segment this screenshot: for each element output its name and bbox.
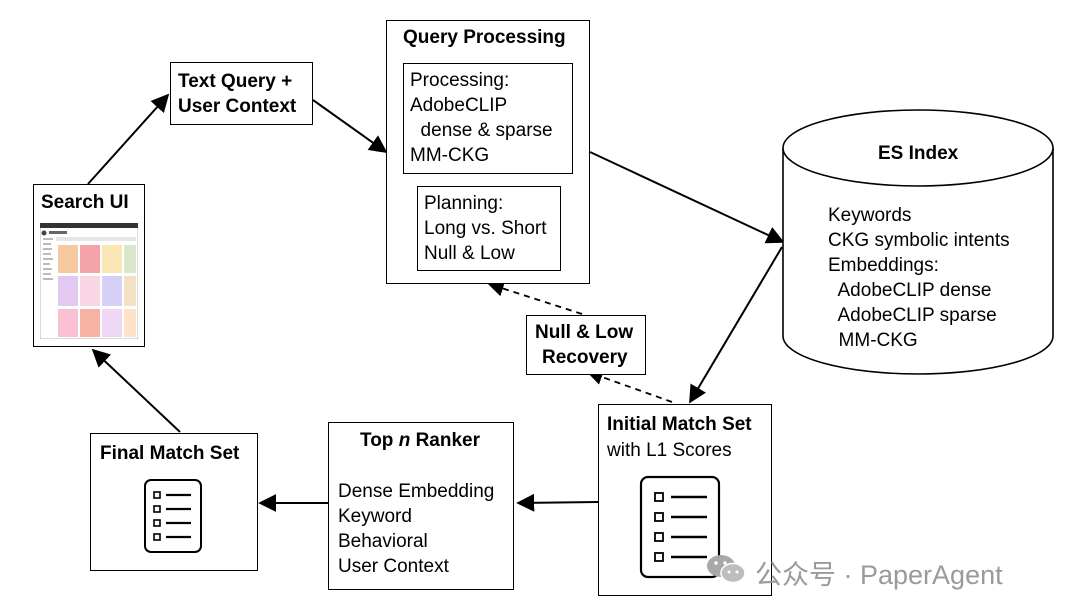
query-processing-title: Query Processing: [403, 27, 566, 48]
initial-match-subtitle: with L1 Scores: [607, 440, 732, 461]
planning-line-1: Planning:: [424, 193, 504, 214]
es-index-line-3: Embeddings:: [828, 255, 939, 276]
es-index-line-2: CKG symbolic intents: [828, 230, 1010, 251]
processing-line-4: MM-CKG: [410, 145, 490, 166]
wechat-icon: [707, 555, 746, 584]
edge-finalmatch-to-searchui: [91, 348, 181, 433]
ranker-line-4: User Context: [338, 556, 449, 577]
ranker-title: Top n Ranker: [360, 430, 480, 452]
planning-line-2: Long vs. Short: [424, 218, 547, 239]
recovery-line1: Null & Low: [535, 322, 634, 343]
search-ui-title: Search UI: [41, 192, 129, 213]
final-match-set-node: Final Match Set: [90, 433, 258, 571]
checklist-icon: [144, 479, 202, 553]
final-match-title: Final Match Set: [100, 443, 240, 464]
es-index-title: ES Index: [878, 143, 959, 164]
text-query-node: Text Query + User Context: [170, 62, 313, 125]
edge-initialmatch-to-ranker: [516, 493, 599, 512]
es-index-line-6: MM-CKG: [828, 330, 918, 351]
ranker-line-2: Keyword: [338, 506, 412, 527]
top-n-ranker-node: Top n Ranker Dense Embedding Keyword Beh…: [328, 422, 514, 590]
ranker-title-n: n: [398, 430, 411, 451]
edge-textquery-to-queryprocessing: [312, 99, 388, 154]
search-ui-node: Search UI: [33, 184, 145, 347]
text-query-line1: Text Query +: [178, 71, 293, 92]
planning-subbox: Planning: Long vs. Short Null & Low: [417, 186, 561, 271]
query-processing-node: Query Processing Processing: AdobeCLIP d…: [386, 20, 590, 284]
es-index-line-1: Keywords: [828, 205, 912, 226]
es-index-line-5: AdobeCLIP sparse: [828, 305, 997, 326]
edge-esindex-to-initialmatch: [689, 246, 783, 404]
search-ui-screenshot-thumbnail: [40, 223, 138, 339]
ranker-line-1: Dense Embedding: [338, 481, 495, 502]
null-low-recovery-node: Null & Low Recovery: [526, 315, 646, 375]
ranker-title-pre: Top: [360, 430, 399, 451]
checklist-icon: [639, 475, 721, 579]
initial-match-title: Initial Match Set: [607, 414, 752, 435]
watermark-text: 公众号 · PaperAgent: [755, 560, 1003, 590]
edge-initialmatch-to-recovery: [586, 369, 673, 403]
recovery-line2: Recovery: [542, 347, 628, 368]
edge-recovery-to-queryprocessing: [487, 280, 583, 315]
edge-searchui-to-textquery: [87, 93, 170, 185]
processing-subbox: Processing: AdobeCLIP dense & sparse MM-…: [403, 63, 573, 174]
ranker-title-post: Ranker: [410, 430, 480, 451]
processing-line-3: dense & sparse: [410, 120, 553, 141]
processing-line-1: Processing:: [410, 70, 510, 91]
edge-queryprocessing-to-esindex: [589, 151, 785, 244]
planning-line-3: Null & Low: [424, 243, 515, 264]
es-index-cylinder: [782, 109, 1054, 375]
initial-match-set-node: Initial Match Set with L1 Scores: [598, 404, 772, 596]
es-index-line-4: AdobeCLIP dense: [828, 280, 992, 301]
ranker-line-3: Behavioral: [338, 531, 428, 552]
processing-line-2: AdobeCLIP: [410, 95, 508, 116]
text-query-line2: User Context: [178, 96, 297, 117]
